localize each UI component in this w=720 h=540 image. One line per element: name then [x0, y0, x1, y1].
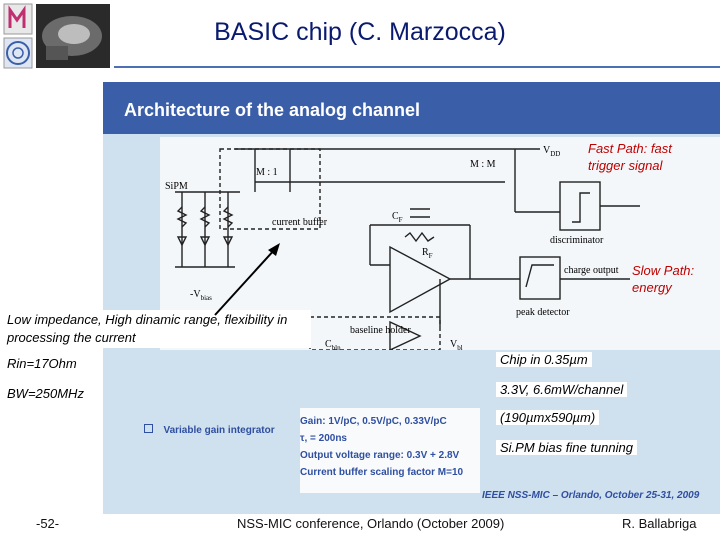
analog-channel-schematic: VDD M : 1 M : M SiPM current buffer -Vbi…	[165, 145, 640, 352]
rin-annotation: Rin=17Ohm	[3, 356, 81, 371]
figure-heading: Architecture of the analog channel	[124, 100, 421, 120]
low-impedance-annotation: Low impedance, High dinamic range, flexi…	[3, 310, 311, 348]
footer-author: R. Ballabriga	[622, 516, 697, 531]
cbln-label: Cbln	[325, 339, 341, 350]
mirror-ratio-left-label: M : 1	[256, 167, 278, 178]
institute-logo-letter	[8, 5, 26, 28]
spec-gain: Gain: 1V/pC, 0.5V/pC, 0.33V/pC	[300, 416, 447, 427]
logo-images	[3, 3, 110, 69]
peak-detector-block	[519, 256, 561, 300]
slide-title: BASIC chip (C. Marzocca)	[214, 18, 506, 46]
bw-annotation: BW=250MHz	[3, 386, 88, 401]
title-divider	[114, 66, 720, 68]
spec-tau: τ, = 200ns	[300, 433, 347, 444]
chip-annotation: Chip in 0.35µm	[496, 352, 592, 367]
bullet-text: Variable gain integrator	[163, 425, 275, 436]
spec-list: Gain: 1V/pC, 0.5V/pC, 0.33V/pC τ, = 200n…	[300, 408, 480, 493]
sipm-label: SiPM	[165, 181, 188, 192]
discriminator-label: discriminator	[550, 235, 604, 246]
bullet-row: Variable gain integrator	[144, 420, 275, 438]
figure-header-band	[103, 82, 720, 134]
pointer-arrow	[214, 243, 280, 316]
vbias-label: -Vbias	[190, 289, 212, 302]
spec-buffer-scaling: Current buffer scaling factor M=10	[300, 467, 464, 478]
footer-conference: NSS-MIC conference, Orlando (October 200…	[237, 516, 505, 531]
rf-label: RF	[422, 247, 433, 260]
checkbox-bullet-icon	[144, 424, 153, 433]
vdd-label: VDD	[543, 145, 560, 158]
integrator-opamp	[389, 245, 452, 314]
mirror-ratio-right-label: M : M	[470, 159, 496, 170]
power-annotation: 3.3V, 6.6mW/channel	[496, 382, 628, 397]
spec-output-range: Output voltage range: 0.3V + 2.8V	[300, 450, 460, 461]
vbl-label: Vbl	[450, 339, 463, 350]
current-buffer-label: current buffer	[272, 217, 328, 228]
cf-label: CF	[392, 211, 403, 224]
fast-path-annotation: Fast Path: fast trigger signal	[588, 141, 672, 173]
conference-note: IEEE NSS-MIC – Orlando, October 25-31, 2…	[482, 490, 700, 501]
peak-detector-label: peak detector	[516, 307, 570, 318]
area-annotation: (190µmx590µm)	[496, 410, 600, 425]
sipm-bias-annotation: Si.PM bias fine tunning	[496, 440, 637, 455]
footer-page-number: -52-	[36, 516, 60, 531]
current-buffer-box	[219, 148, 321, 230]
slow-path-annotation: Slow Path: energy	[632, 263, 695, 295]
charge-output-label: charge output	[564, 265, 619, 276]
baseline-holder-label: baseline holder	[350, 325, 411, 336]
logo-group	[2, 2, 112, 74]
